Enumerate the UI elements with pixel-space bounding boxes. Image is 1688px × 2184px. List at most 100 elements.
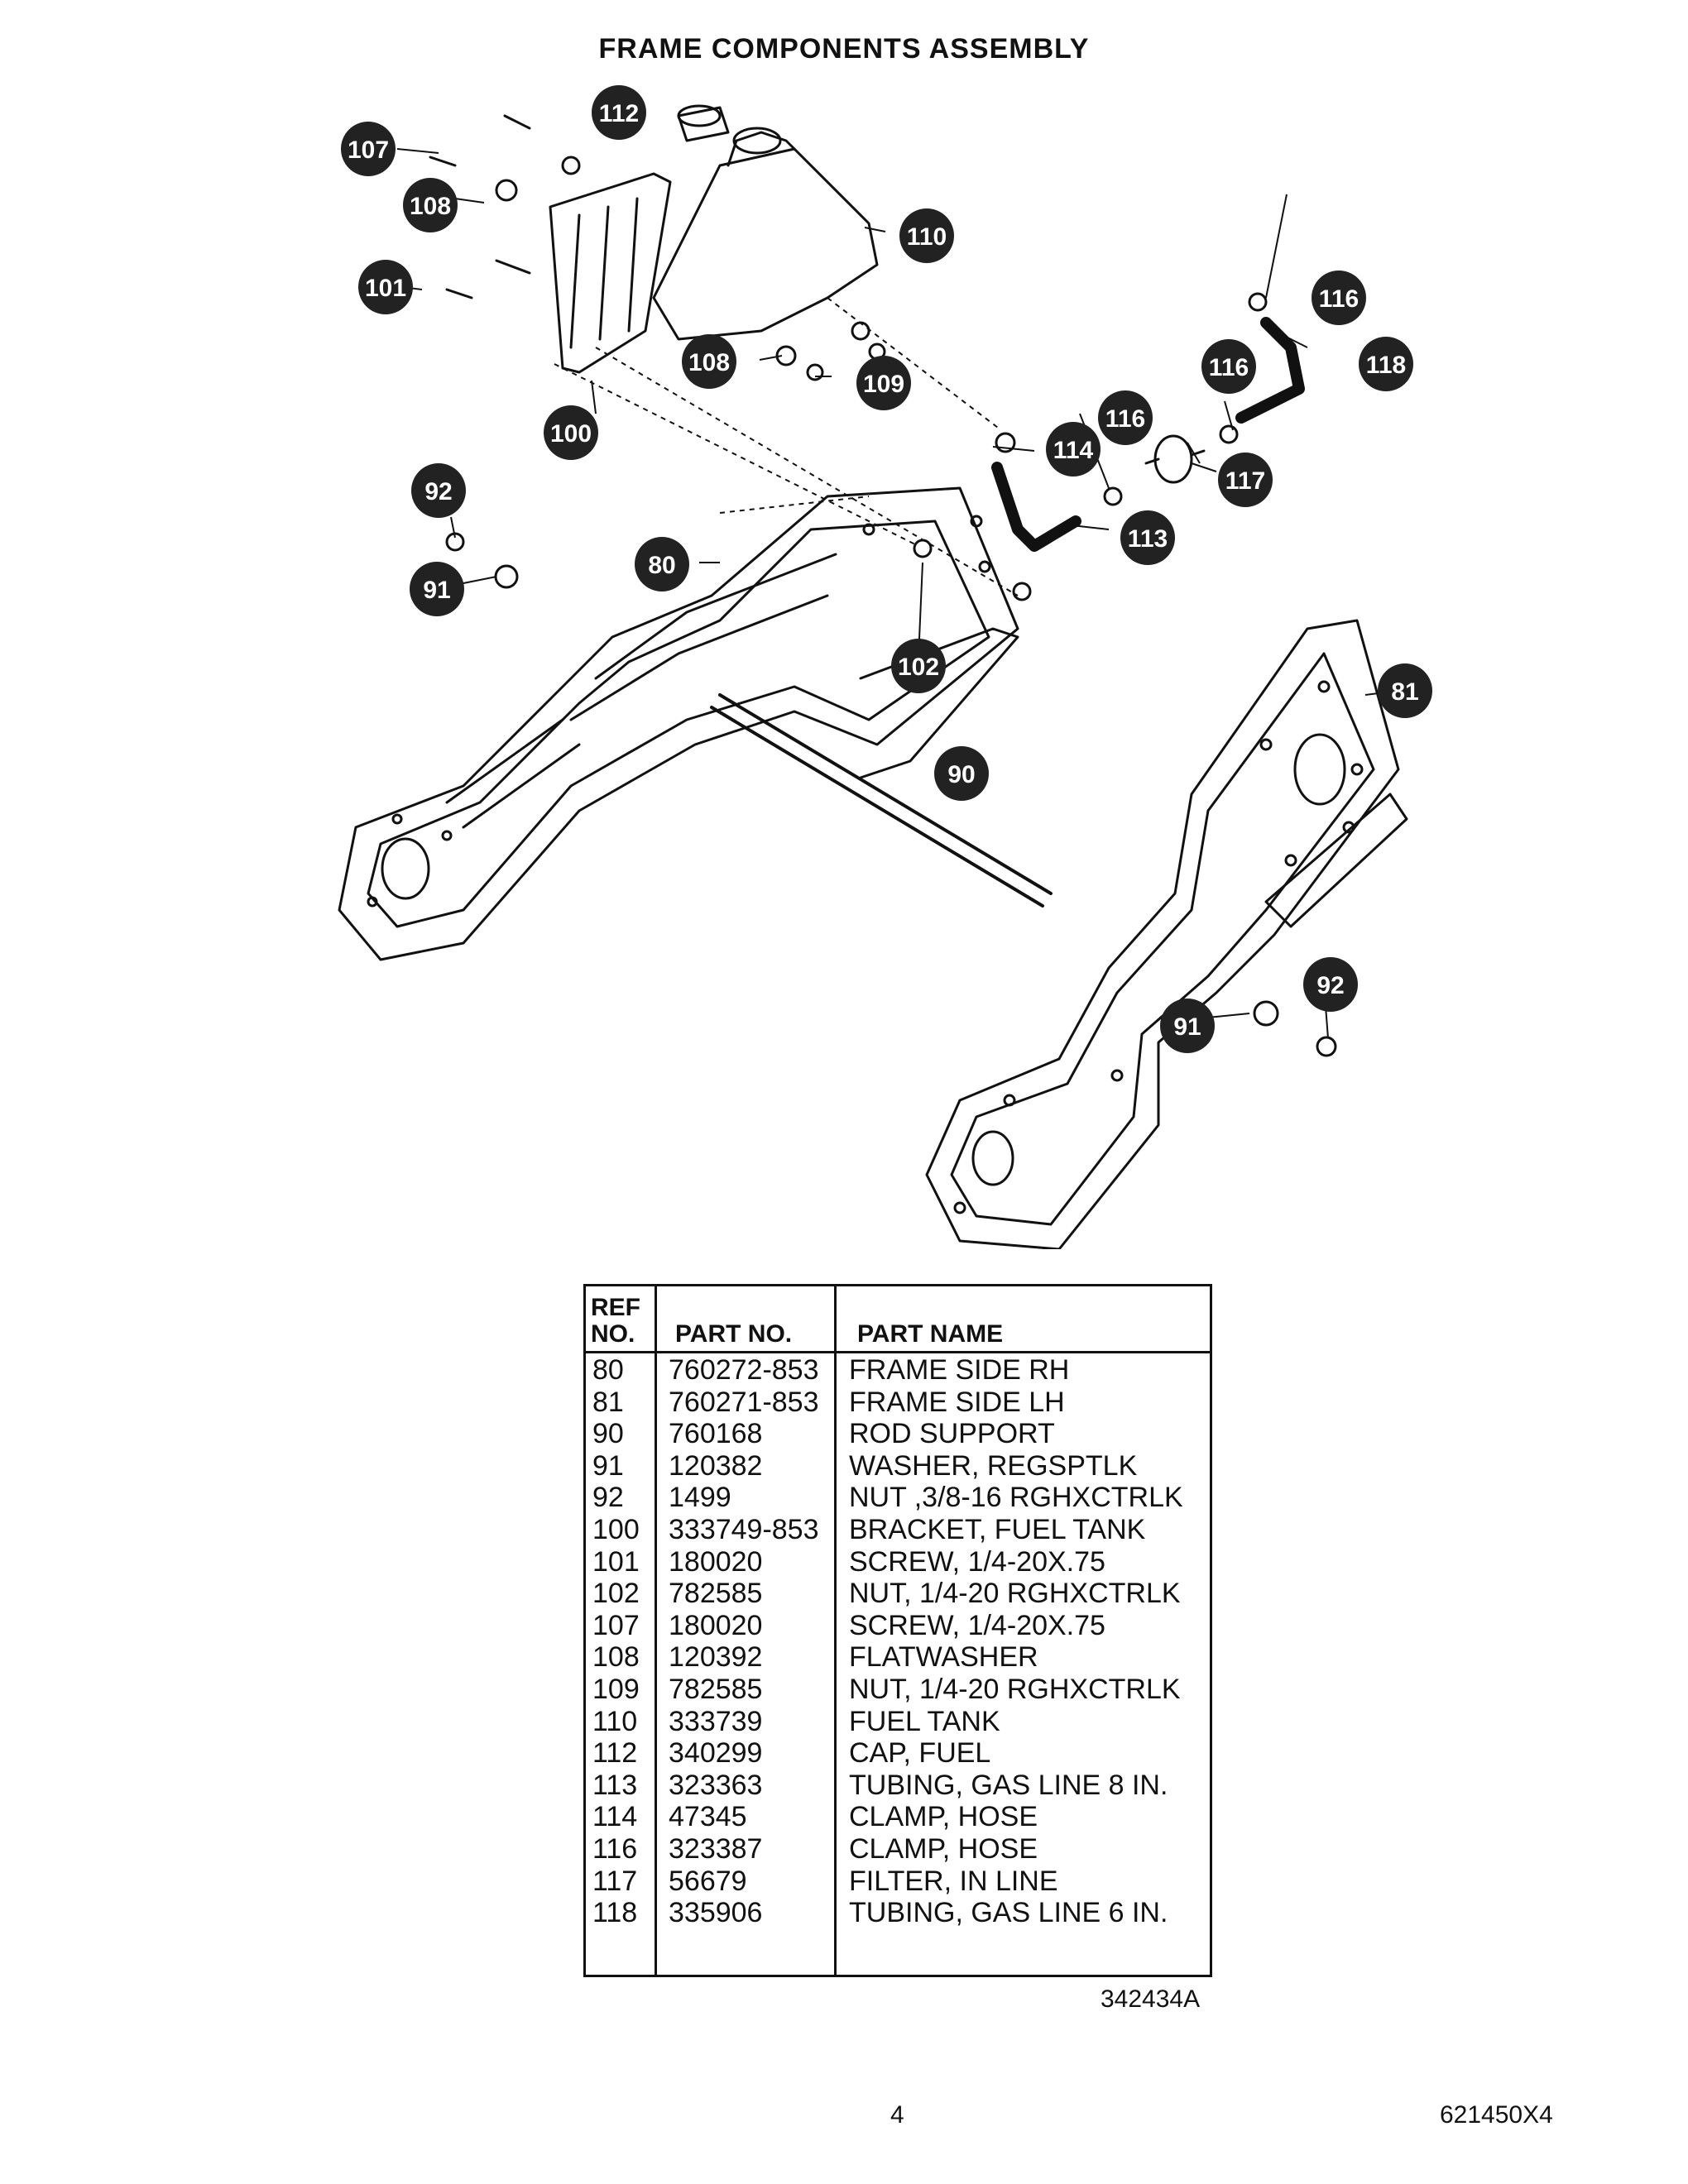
part-name: FRAME SIDE RH — [849, 1354, 1070, 1386]
part-no: 47345 — [669, 1801, 747, 1833]
part-no: 333749-853 — [669, 1513, 819, 1545]
table-row: 108 120392 FLATWASHER — [586, 1641, 1210, 1674]
part-no: 120392 — [669, 1641, 763, 1674]
callout-107: 107 — [348, 136, 389, 164]
header-ref-line1: REF — [591, 1294, 640, 1321]
callout-81: 81 — [1391, 678, 1418, 706]
part-name: BRACKET, FUEL TANK — [849, 1513, 1146, 1545]
ref-no: 100 — [592, 1513, 640, 1545]
ref-no: 81 — [592, 1386, 624, 1418]
ref-no: 80 — [592, 1354, 624, 1386]
table-row: 81 760271-853 FRAME SIDE LH — [586, 1387, 1210, 1419]
part-no: 180020 — [669, 1609, 763, 1641]
callout-108-upper: 108 — [410, 193, 451, 220]
callout-114: 114 — [1053, 437, 1094, 464]
callout-116-top: 116 — [1319, 285, 1359, 313]
part-no: 120382 — [669, 1449, 763, 1482]
part-no: 333739 — [669, 1705, 763, 1737]
table-row: 90 760168 ROD SUPPORT — [586, 1418, 1210, 1450]
callout-117: 117 — [1225, 467, 1265, 495]
table-row: 107 180020 SCREW, 1/4-20X.75 — [586, 1610, 1210, 1642]
part-name: FLATWASHER — [849, 1641, 1038, 1674]
header-ref-line2: NO. — [591, 1320, 635, 1348]
ref-no: 102 — [592, 1578, 640, 1610]
table-row: 113 323363 TUBING, GAS LINE 8 IN. — [586, 1770, 1210, 1802]
rod-support — [710, 693, 1053, 908]
part-no: 323387 — [669, 1832, 763, 1865]
table-row: 118 335906 TUBING, GAS LINE 6 IN. — [586, 1897, 1210, 1929]
part-name: CLAMP, HOSE — [849, 1832, 1038, 1865]
table-row: 91 120382 WASHER, REGSPTLK — [586, 1450, 1210, 1482]
table-row: 110 333739 FUEL TANK — [586, 1706, 1210, 1738]
ref-no: 107 — [592, 1609, 640, 1641]
column-divider — [834, 1286, 837, 1975]
part-name: CAP, FUEL — [849, 1737, 991, 1770]
fuel-tank-bracket — [549, 172, 672, 374]
part-name: SCREW, 1/4-20X.75 — [849, 1609, 1105, 1641]
part-no: 782585 — [669, 1578, 763, 1610]
callout-92-right: 92 — [1316, 972, 1344, 999]
callout-80: 80 — [648, 552, 675, 579]
callout-102: 102 — [898, 654, 939, 681]
fuel-cap — [677, 106, 730, 142]
header-rule — [586, 1351, 1210, 1353]
part-name: NUT, 1/4-20 RGHXCTRLK — [849, 1578, 1181, 1610]
table-row: 102 782585 NUT, 1/4-20 RGHXCTRLK — [586, 1578, 1210, 1610]
part-no: 335906 — [669, 1897, 763, 1929]
callout-112: 112 — [599, 100, 639, 127]
table-row: 100 333749-853 BRACKET, FUEL TANK — [586, 1514, 1210, 1546]
part-no: 1499 — [669, 1482, 731, 1514]
column-divider — [655, 1286, 657, 1975]
part-name: FUEL TANK — [849, 1705, 1000, 1737]
header-part-name: PART NAME — [857, 1320, 1004, 1348]
table-body: 80 760272-853 FRAME SIDE RH 81 760271-853 FR… — [586, 1354, 1210, 1929]
callout-91-right: 91 — [1173, 1013, 1201, 1041]
part-no: 340299 — [669, 1737, 763, 1770]
part-name: TUBING, GAS LINE 6 IN. — [849, 1897, 1168, 1929]
table-row: 92 1499 NUT ,3/8-16 RGHXCTRLK — [586, 1482, 1210, 1514]
part-name: TUBING, GAS LINE 8 IN. — [849, 1769, 1168, 1801]
part-name: SCREW, 1/4-20X.75 — [849, 1545, 1105, 1578]
callout-118: 118 — [1366, 352, 1406, 379]
ref-no: 109 — [592, 1673, 640, 1705]
ref-no: 101 — [592, 1545, 640, 1578]
ref-no: 110 — [592, 1705, 638, 1737]
part-no: 782585 — [669, 1673, 763, 1705]
table-row: 109 782585 NUT, 1/4-20 RGHXCTRLK — [586, 1674, 1210, 1706]
ref-no: 118 — [592, 1897, 638, 1929]
part-name: CLAMP, HOSE — [849, 1801, 1038, 1833]
part-no: 323363 — [669, 1769, 763, 1801]
part-no: 760271-853 — [669, 1386, 819, 1418]
ref-no: 92 — [592, 1482, 624, 1514]
callout-108-lower: 108 — [688, 349, 730, 376]
table-row: 114 47345 CLAMP, HOSE — [586, 1801, 1210, 1833]
ref-no: 114 — [592, 1801, 638, 1833]
ref-no: 117 — [592, 1865, 638, 1897]
table-row: 117 56679 FILTER, IN LINE — [586, 1866, 1210, 1898]
drawing-number: 342434A — [1101, 1985, 1201, 2013]
part-no: 760168 — [669, 1418, 763, 1450]
frame-side-lh — [925, 619, 1400, 1249]
part-name: NUT ,3/8-16 RGHXCTRLK — [849, 1482, 1183, 1514]
ref-no: 108 — [592, 1641, 640, 1674]
part-no: 760272-853 — [669, 1354, 819, 1386]
ref-no: 91 — [592, 1449, 624, 1482]
exploded-parts-diagram: 112 107 108 110 101 116 108 109 116 118 … — [338, 85, 1432, 1249]
frame-side-rh — [338, 486, 1019, 961]
part-name: FILTER, IN LINE — [849, 1865, 1058, 1897]
ref-no: 90 — [592, 1418, 624, 1450]
part-name: ROD SUPPORT — [849, 1418, 1055, 1450]
header-part-no: PART NO. — [675, 1320, 793, 1348]
callout-110: 110 — [907, 223, 947, 251]
callout-92-left: 92 — [424, 478, 452, 505]
part-name: FRAME SIDE LH — [849, 1386, 1065, 1418]
part-no: 56679 — [669, 1865, 747, 1897]
ref-no: 113 — [592, 1769, 638, 1801]
part-name: WASHER, REGSPTLK — [849, 1449, 1138, 1482]
callout-101: 101 — [365, 275, 406, 302]
part-name: NUT, 1/4-20 RGHXCTRLK — [849, 1673, 1181, 1705]
document-code: 621450X4 — [1440, 2101, 1553, 2129]
